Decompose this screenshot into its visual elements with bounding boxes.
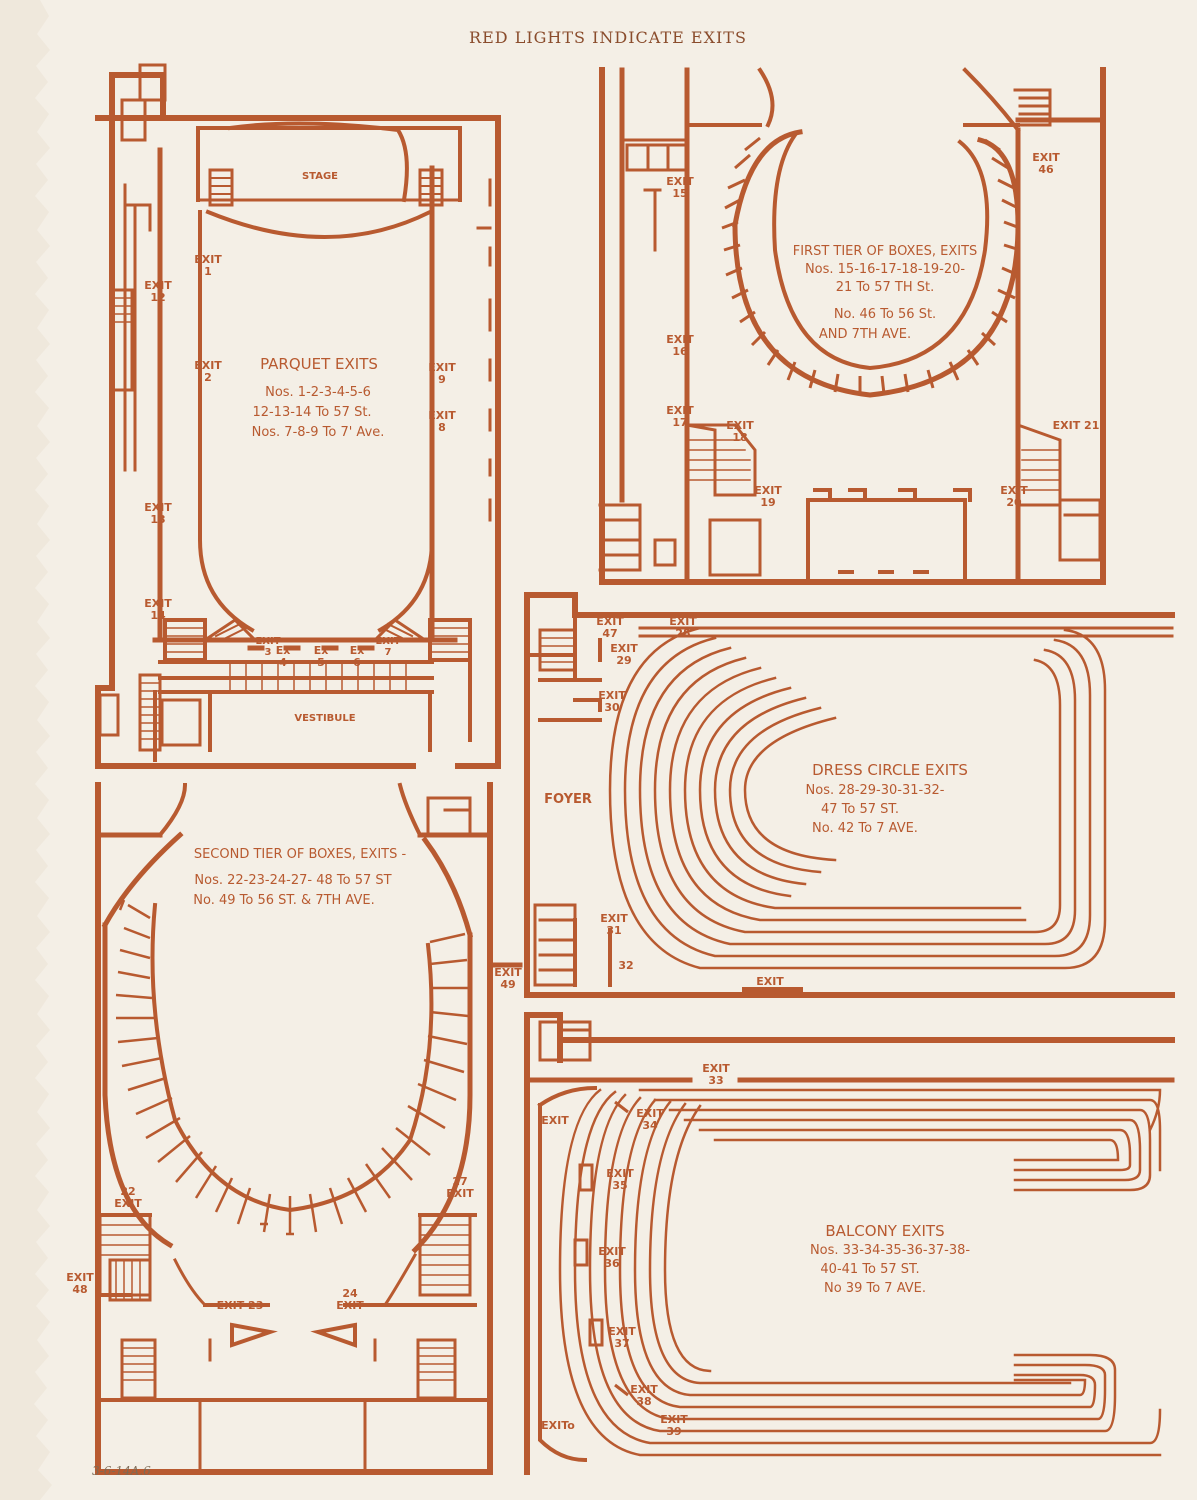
- first-tier-line-4: AND 7TH AVE.: [818, 327, 912, 342]
- dress-circle-rows: [608, 626, 1107, 970]
- exit-23-label: EXIT 23: [216, 1299, 264, 1312]
- balcony-line-1: Nos. 33-34-35-36-37-38-: [809, 1243, 971, 1258]
- vestibule-label: VESTIBULE: [294, 713, 356, 724]
- second-tier-boxes: [115, 899, 469, 1236]
- first-tier-line-2: 21 To 57 TH St.: [835, 280, 935, 295]
- parquet-title: PARQUET EXITS: [260, 355, 378, 373]
- balcony-line-2: 40-41 To 57 ST.: [820, 1262, 920, 1277]
- parquet-line-3: Nos. 7-8-9 To 7' Ave.: [251, 425, 385, 440]
- parquet-line-1: Nos. 1-2-3-4-5-6: [265, 385, 371, 400]
- exit-left-upper-label: EXIT: [541, 1114, 569, 1127]
- parquet-plan: [95, 63, 501, 769]
- dress-circle-plan: [524, 592, 1175, 998]
- parquet-line-2: 12-13-14 To 57 St.: [252, 405, 372, 420]
- stage-label: STAGE: [301, 171, 339, 182]
- dress-circle-line-1: Nos. 28-29-30-31-32-: [805, 783, 945, 798]
- first-tier-title: FIRST TIER OF BOXES, EXITS: [792, 244, 978, 259]
- balcony-plan: [524, 1012, 1175, 1475]
- balcony-rows: [558, 1088, 1162, 1457]
- exit-21-label: EXIT 21: [1052, 419, 1100, 432]
- foyer-label: FOYER: [544, 792, 592, 807]
- dress-circle-line-3: No. 42 To 7 AVE.: [812, 821, 918, 836]
- balcony-exit-doors: [573, 1100, 629, 1397]
- first-tier-plan: [598, 67, 1106, 585]
- dress-circle-line-2: 47 To 57 ST.: [821, 802, 899, 817]
- first-tier-line-3: No. 46 To 56 St.: [833, 307, 937, 322]
- second-tier-plan: [98, 782, 523, 1500]
- balcony-line-3: No 39 To 7 AVE.: [823, 1281, 926, 1296]
- second-tier-line-1: Nos. 22-23-24-27- 48 To 57 ST: [194, 873, 392, 888]
- box-seats: [721, 136, 1021, 395]
- balcony-title: BALCONY EXITS: [825, 1222, 945, 1240]
- dress-circle-title: DRESS CIRCLE EXITS: [812, 761, 968, 779]
- exit-left-lower-label: EXITo: [541, 1419, 575, 1432]
- exit-32-label: 32: [618, 959, 634, 972]
- second-tier-line-2: No. 49 To 56 ST. & 7TH AVE.: [193, 893, 375, 908]
- page-header: RED LIGHTS INDICATE EXITS: [469, 28, 747, 47]
- archive-mark: 3-6-14A.6: [92, 1464, 151, 1478]
- first-tier-line-1: Nos. 15-16-17-18-19-20-: [804, 262, 966, 277]
- second-tier-title: SECOND TIER OF BOXES, EXITS -: [193, 847, 407, 862]
